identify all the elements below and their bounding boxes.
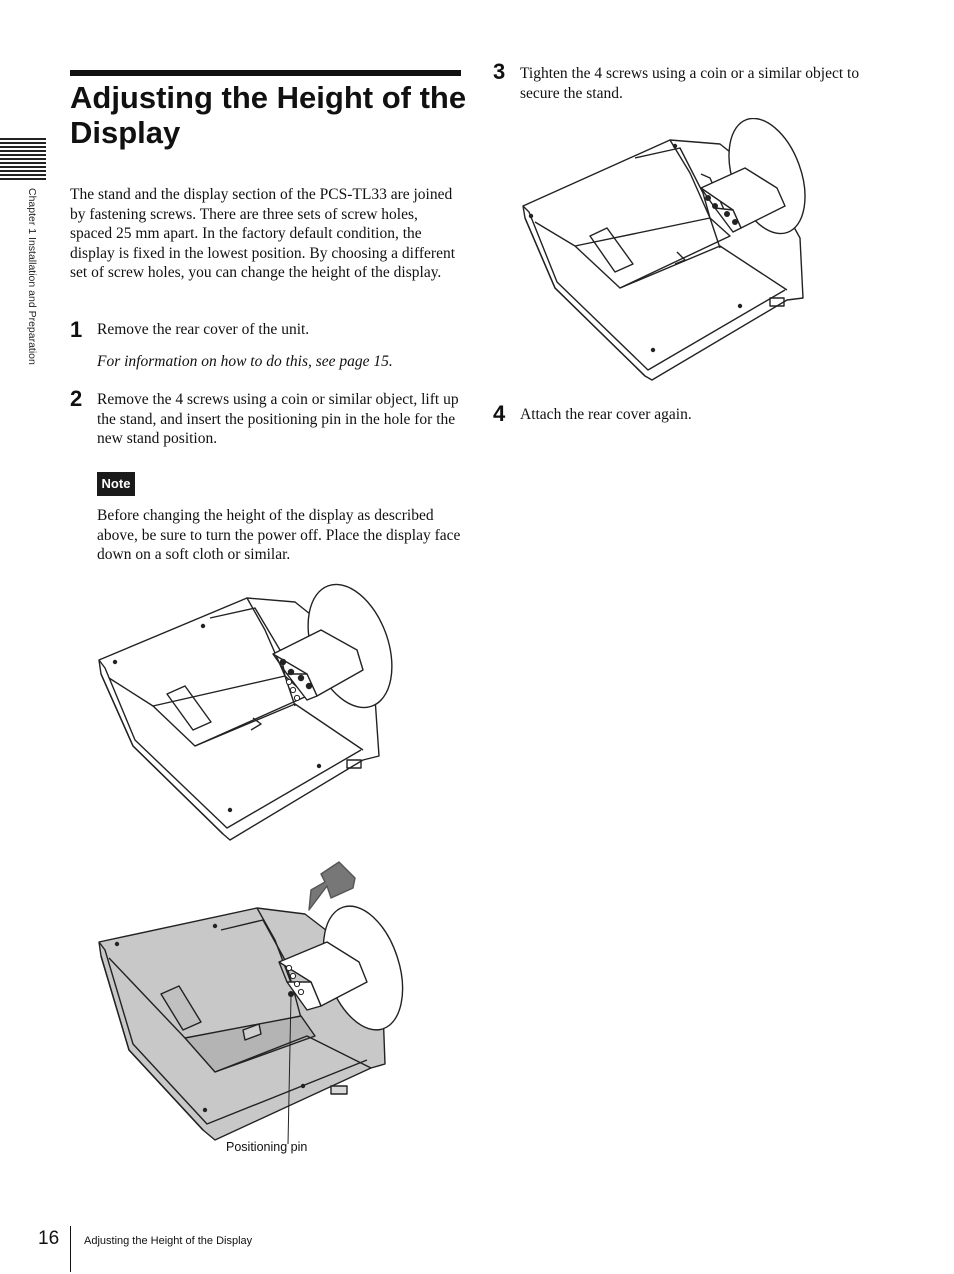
side-tab-label: Chapter 1 Installation and Preparation xyxy=(26,188,38,365)
figure-step3-unit xyxy=(522,118,806,381)
step-3-number: 3 xyxy=(493,59,506,84)
page-number: 16 xyxy=(38,1228,60,1249)
step-1-text: Remove the rear cover of the unit. xyxy=(97,321,310,338)
step-2-text: Remove the 4 screws using a coin or simi… xyxy=(97,391,459,447)
step-2-number: 2 xyxy=(70,386,83,411)
figure-step2-unit xyxy=(98,583,393,841)
note-badge: Note xyxy=(97,472,135,496)
step-3-text: Tighten the 4 screws using a coin or a s… xyxy=(520,65,860,102)
step-4-text: Attach the rear cover again. xyxy=(520,406,692,423)
note-text: Before changing the height of the displa… xyxy=(97,507,461,563)
footer-title: Adjusting the Height of the Display xyxy=(84,1235,253,1247)
step-1-reference: For information on how to do this, see p… xyxy=(97,353,393,370)
intro-paragraph: The stand and the display section of the… xyxy=(70,186,456,281)
side-tab-marker xyxy=(0,138,46,180)
step-1-number: 1 xyxy=(70,317,83,342)
step-4-number: 4 xyxy=(493,401,506,426)
positioning-pin-caption: Positioning pin xyxy=(226,1140,308,1154)
footer-divider xyxy=(70,1226,71,1272)
title-rule xyxy=(70,70,461,76)
figure-step2-lift xyxy=(98,861,404,1145)
page-title: Adjusting the Height of the Display xyxy=(70,80,467,150)
